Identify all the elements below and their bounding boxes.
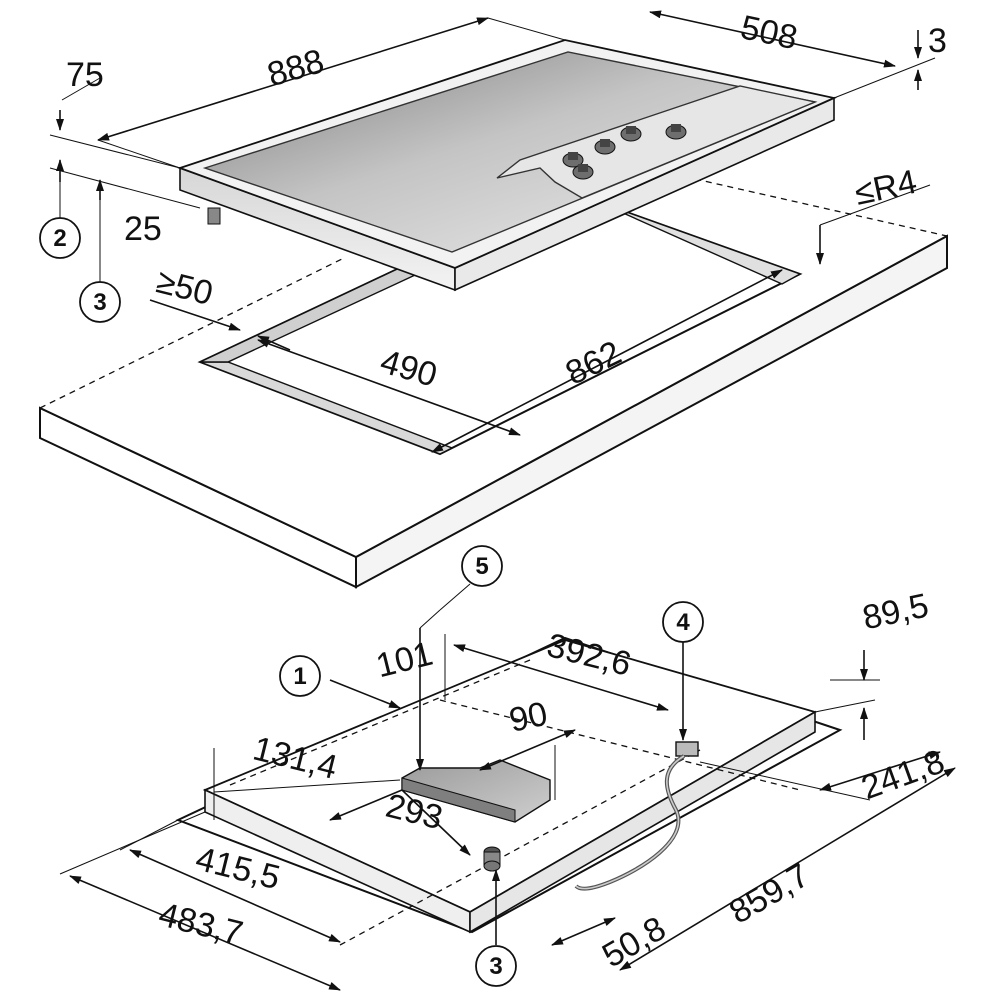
svg-text:1: 1 [293,663,306,690]
callout-2-top: 2 [39,217,81,259]
dim-overall-width: 888 [263,42,328,94]
dim-frame-height: 3 [928,22,947,60]
callout-3-bottom: 3 [475,945,517,987]
svg-text:4: 4 [676,609,690,636]
dim-min-rear-clearance: ≥50 [153,262,217,313]
underside-foot [483,846,501,872]
dim-101: 101 [372,635,436,686]
hob-knob-2 [572,164,594,180]
electronics-box [401,759,551,823]
top-dimension-lines [49,10,936,453]
dim-90: 90 [506,695,551,740]
dim-859-7: 859,7 [723,856,816,931]
dim-89-5: 89,5 [859,586,932,637]
svg-text:3: 3 [93,289,106,316]
hob-top-view [177,39,837,292]
svg-text:2: 2 [53,225,66,252]
dim-50-8: 50,8 [596,909,672,975]
hob-foot [207,207,221,225]
svg-text:3: 3 [489,953,502,980]
svg-text:5: 5 [475,553,488,580]
connection-terminal [675,741,699,757]
bottom-dimension-lines [59,609,956,991]
callout-3-top: 3 [79,281,121,323]
hob-knob-3 [594,139,616,155]
dim-height-below: 25 [124,210,162,248]
callout-1-bottom: 1 [279,655,321,697]
hob-knob-1 [562,152,584,168]
dim-483-7: 483,7 [155,895,247,952]
callout-4-bottom: 4 [662,601,704,643]
hob-knob-4 [620,126,642,142]
dim-height-above: 75 [66,56,104,94]
dim-overall-depth: 508 [737,8,800,57]
callout-5-bottom: 5 [439,545,503,611]
hob-knob-5 [665,124,687,140]
dim-corner-radius: ≤R4 [851,163,920,213]
dim-241-8: 241,8 [857,742,950,807]
